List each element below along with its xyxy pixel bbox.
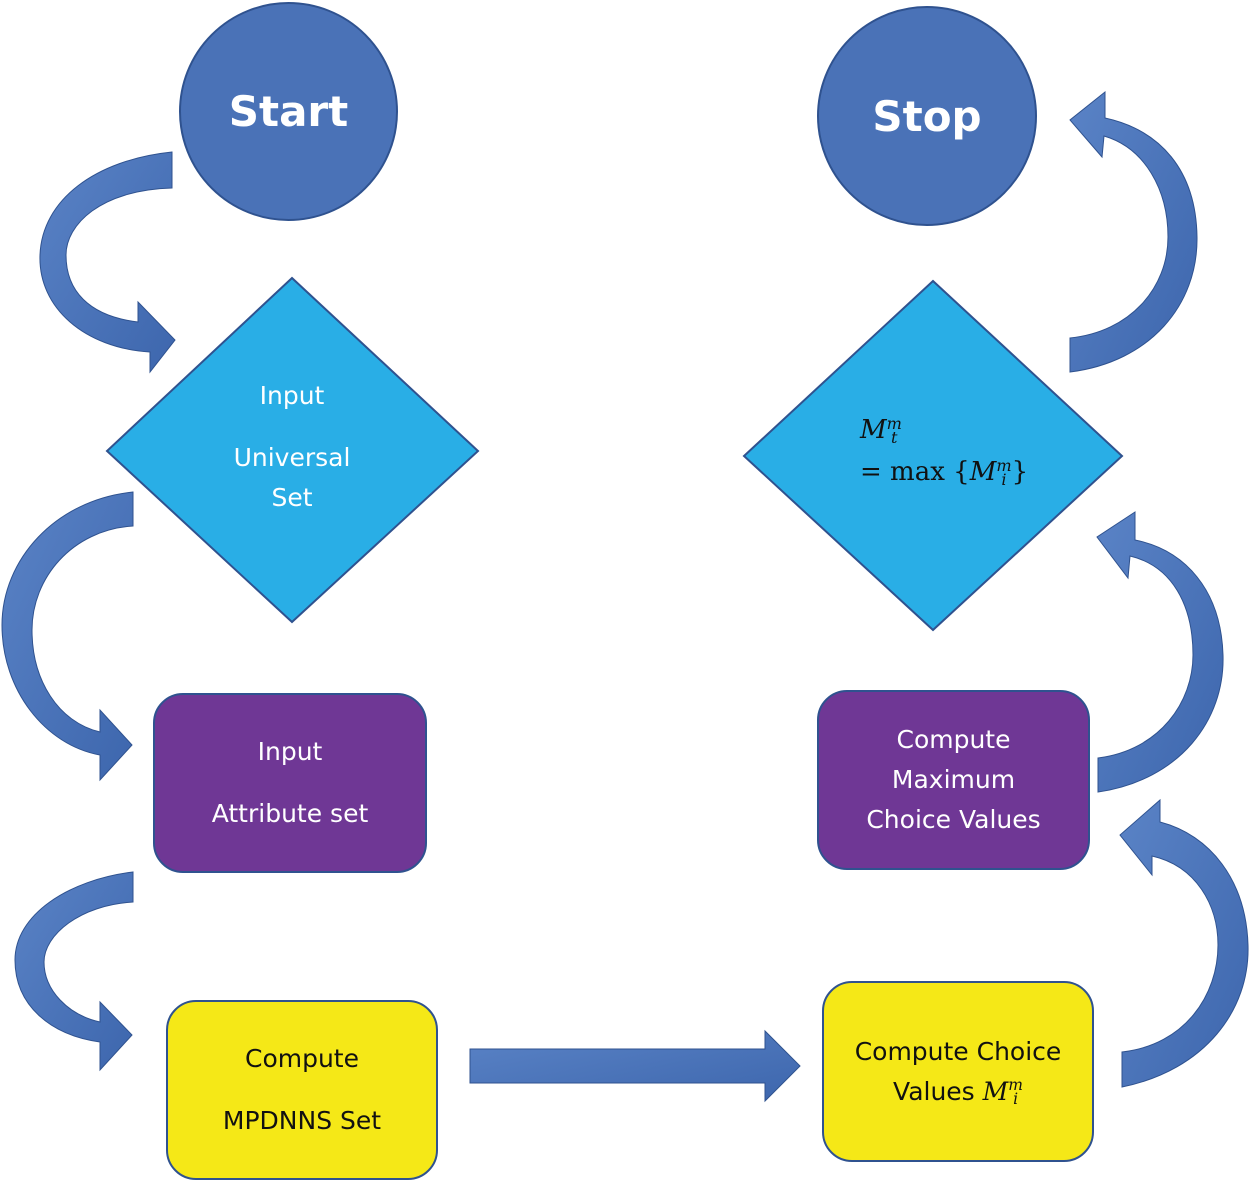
max-line1: Compute [896,725,1011,754]
universal-line3: Set [271,483,313,512]
max-formula-diamond [742,279,1124,632]
input-attribute-set-box: Input Attribute set [153,693,427,873]
compute-mpdnns-box: Compute MPDNNS Set [166,1000,438,1180]
universal-line2: Universal [233,443,351,472]
attribute-line1: Input [257,737,323,766]
attribute-line2: Attribute set [211,799,369,828]
arrow-universal-to-attribute-icon [1,491,134,782]
max-line2: Maximum [891,765,1016,794]
max-line3: Choice Values [866,805,1041,834]
arrow-formula-to-stop-icon [1069,90,1198,373]
start-node: Start [179,2,398,221]
mpdnns-line2: MPDNNS Set [222,1106,382,1135]
choice-line1: Compute Choice [854,1036,1062,1066]
input-universal-set-diamond [105,276,480,624]
arrow-start-to-universal-icon [39,151,176,374]
input-universal-set-text: Input Universal Set [192,372,392,522]
arrow-attribute-to-mpdnns-icon [14,871,134,1072]
arrow-choice-to-max-icon [1119,798,1249,1088]
stop-label: Stop [872,91,982,141]
stop-node: Stop [817,6,1037,226]
arrow-max-to-formula-icon [1096,511,1224,793]
start-label: Start [228,87,349,136]
arrow-mpdnns-to-choice-icon [469,1029,801,1103]
compute-maximum-box: Compute Maximum Choice Values [817,690,1090,870]
universal-line1: Input [259,381,325,410]
mpdnns-line1: Compute [244,1044,359,1073]
